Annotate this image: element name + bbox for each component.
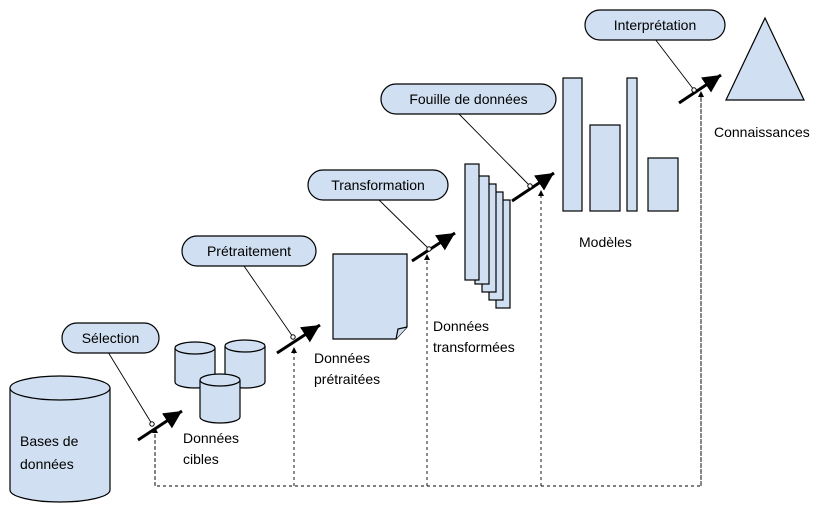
transformees-label-line1: Données <box>433 318 489 334</box>
pretraitees-label-line2: prétraitées <box>314 371 380 387</box>
model-bar-3 <box>626 77 638 212</box>
arrow-transformation <box>411 231 456 263</box>
step-selection-label: Sélection <box>82 330 140 346</box>
leader-transformation <box>377 198 430 250</box>
leader-interpretation <box>654 38 695 91</box>
step-pretraitement-pill <box>181 235 317 267</box>
bases-cylinder-top <box>9 375 111 401</box>
cible-cylinder-1 <box>174 341 216 389</box>
step-selection: Sélection <box>61 322 160 354</box>
anchor-interpretation <box>691 87 697 93</box>
bases-de-donnees: Bases de données <box>9 375 111 503</box>
document-fold <box>395 326 408 340</box>
anchor-selection <box>149 421 155 427</box>
step-pretraitement: Prétraitement <box>181 235 317 267</box>
document-icon <box>332 253 408 340</box>
donnees-transformees: Données transformées <box>433 163 515 355</box>
model-bar-1 <box>562 77 583 212</box>
step-interpretation: Interprétation <box>584 9 726 41</box>
leader-selection <box>107 351 153 425</box>
anchor-transformation <box>426 246 432 252</box>
leader-pretraitement <box>243 265 294 338</box>
step-fouille-pill <box>380 83 557 115</box>
modeles: Modèles <box>562 77 679 250</box>
modeles-label: Modèles <box>579 234 632 250</box>
donnees-cibles: Données cibles <box>174 339 266 467</box>
connaissances-label: Connaissances <box>714 124 810 140</box>
leader-lines <box>107 38 697 427</box>
triangle-icon <box>725 16 805 101</box>
model-bar-2 <box>589 124 621 212</box>
model-bar-4 <box>647 157 679 212</box>
process-arrows <box>137 73 722 442</box>
connaissances: Connaissances <box>714 16 810 140</box>
sheet-1 <box>464 163 480 281</box>
step-interpretation-pill <box>584 9 726 41</box>
cibles-label-line2: cibles <box>183 451 219 467</box>
arrow-pretraitement <box>276 323 321 355</box>
donnees-pretraitees: Données prétraitées <box>314 253 408 387</box>
step-fouille-label: Fouille de données <box>409 91 527 107</box>
arrow-interpretation <box>678 73 722 105</box>
feedback-main-line <box>154 92 702 487</box>
leader-fouille <box>457 112 531 187</box>
cibles-label-line1: Données <box>183 430 239 446</box>
bases-label-line1: Bases de <box>20 433 79 449</box>
bases-label-line2: données <box>20 456 74 472</box>
anchor-fouille <box>527 183 533 189</box>
pretraitees-label-line1: Données <box>314 350 370 366</box>
arrow-fouille <box>511 171 555 203</box>
arrow-selection <box>137 409 183 442</box>
anchor-pretraitement <box>290 334 296 340</box>
step-transformation: Transformation <box>307 169 449 201</box>
transformees-label-line2: transformées <box>433 339 515 355</box>
step-pretraitement-label: Prétraitement <box>207 243 291 259</box>
step-interpretation-label: Interprétation <box>614 17 697 33</box>
step-transformation-label: Transformation <box>331 177 425 193</box>
step-selection-pill <box>61 322 160 354</box>
step-transformation-pill <box>307 169 449 201</box>
step-fouille: Fouille de données <box>380 83 557 115</box>
cible-cylinder-3 <box>199 373 241 424</box>
feedback-loop <box>152 91 704 487</box>
bases-cylinder-body <box>9 388 111 503</box>
